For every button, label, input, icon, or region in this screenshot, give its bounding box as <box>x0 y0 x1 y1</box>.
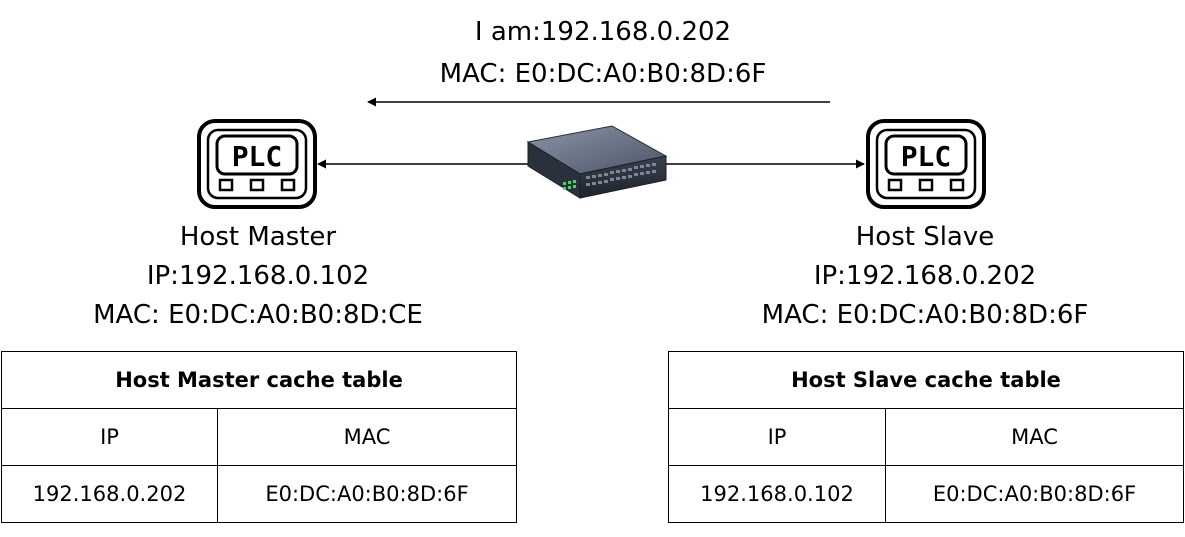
table-header-row: IP MAC <box>1 408 517 466</box>
master-plc-icon: PLC <box>197 119 317 209</box>
message-ip: I am:192.168.0.202 <box>474 17 732 47</box>
slave-table-cell-ip: 192.168.0.102 <box>668 465 886 523</box>
master-cache-table: Host Master cache table IP MAC 192.168.0… <box>1 351 517 523</box>
master-table-header-ip: IP <box>1 408 218 466</box>
network-switch-icon <box>526 125 668 199</box>
master-table-title: Host Master cache table <box>1 351 517 409</box>
master-table-header-mac: MAC <box>217 408 517 466</box>
master-table-cell-ip: 192.168.0.202 <box>1 465 218 523</box>
slave-table-header-mac: MAC <box>885 408 1184 466</box>
master-mac: MAC: E0:DC:A0:B0:8D:CE <box>93 300 423 330</box>
master-table-cell-mac: E0:DC:A0:B0:8D:6F <box>217 465 517 523</box>
slave-plc-icon: PLC <box>866 119 986 209</box>
slave-table-cell-mac: E0:DC:A0:B0:8D:6F <box>885 465 1184 523</box>
message-mac: MAC: E0:DC:A0:B0:8D:6F <box>439 59 767 89</box>
table-row: 192.168.0.202 E0:DC:A0:B0:8D:6F <box>1 465 517 523</box>
table-row: 192.168.0.102 E0:DC:A0:B0:8D:6F <box>668 465 1184 523</box>
slave-ip: IP:192.168.0.202 <box>813 261 1037 291</box>
master-name: Host Master <box>179 222 337 252</box>
slave-cache-table: Host Slave cache table IP MAC 192.168.0.… <box>668 351 1184 523</box>
master-ip: IP:192.168.0.102 <box>146 261 370 291</box>
master-plc-label: PLC <box>232 140 283 173</box>
slave-mac: MAC: E0:DC:A0:B0:8D:6F <box>761 300 1089 330</box>
slave-table-title: Host Slave cache table <box>668 351 1184 409</box>
slave-table-header-ip: IP <box>668 408 886 466</box>
table-header-row: IP MAC <box>668 408 1184 466</box>
slave-plc-label: PLC <box>901 140 952 173</box>
slave-name: Host Slave <box>855 222 995 252</box>
